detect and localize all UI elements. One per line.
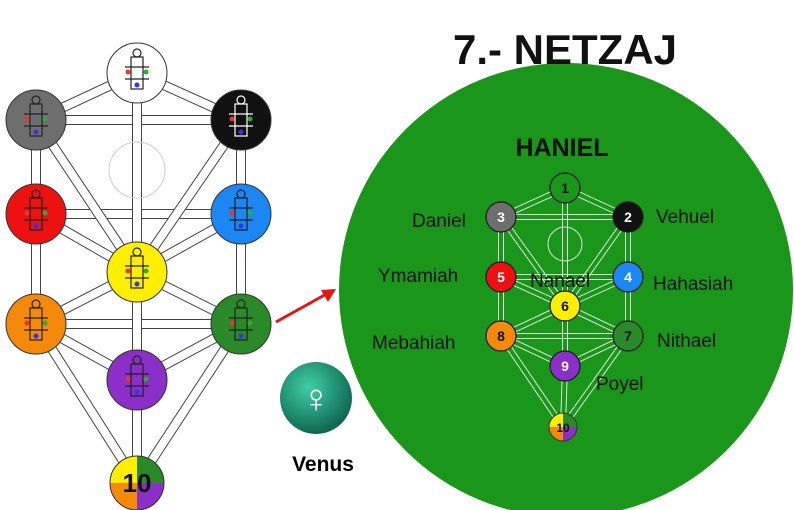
right-sphere-2-number: 2: [624, 209, 632, 225]
right-sphere-8: [485, 320, 517, 352]
left-sphere-2: [210, 89, 272, 151]
netzach-green-circle: [339, 63, 793, 510]
left-sphere-9: [106, 349, 168, 411]
right-sphere-9-number: 9: [561, 358, 569, 374]
angel-name-nithael: Nithael: [657, 331, 716, 352]
angel-name-hahasiah: Hahasiah: [653, 274, 733, 295]
left-sphere-4: [210, 183, 272, 245]
left-sphere-2-figure: [229, 95, 253, 137]
right-sphere-5-number: 5: [497, 269, 505, 285]
left-sphere-5-figure: [24, 189, 48, 231]
left-sphere-3-figure: [24, 95, 48, 137]
left-sphere-7-figure: [229, 299, 253, 341]
left-sphere-10-outline: [109, 455, 165, 510]
left-sphere-8-figure: [24, 299, 48, 341]
right-sphere-3: [485, 201, 517, 233]
left-tree-of-life: 10: [5, 42, 272, 510]
right-sphere-4-number: 4: [624, 269, 632, 285]
angel-name-poyel: Poyel: [596, 374, 644, 395]
venus-sphere: [280, 362, 352, 434]
left-sphere-10: [110, 456, 164, 510]
left-sphere-5: [5, 183, 67, 245]
angel-name-ymamiah: Ymamiah: [378, 266, 458, 287]
right-sphere-7: [612, 320, 644, 352]
right-sphere-10-number: 10: [556, 421, 570, 435]
left-sphere-4-figure: [229, 189, 253, 231]
left-sphere-8: [5, 293, 67, 355]
right-sphere-3-number: 3: [497, 209, 505, 225]
right-daath-circle: [547, 226, 583, 262]
venus-symbol: ♀: [301, 377, 331, 421]
pointer-arrow: [275, 289, 336, 324]
left-sphere-10-label: 10: [123, 468, 152, 498]
left-sphere-3: [5, 89, 67, 151]
right-sphere-1-number: 1: [561, 180, 569, 196]
venus-label: Venus: [292, 453, 354, 476]
right-sphere-4: [612, 261, 644, 293]
left-sphere-1: [106, 42, 168, 104]
page-title: 7.- NETZAJ: [453, 26, 677, 73]
angel-name-nanael: Nanael: [530, 271, 590, 292]
right-sphere-6-number: 6: [561, 298, 569, 314]
left-sphere-1-figure: [125, 48, 149, 90]
right-sphere-6: [549, 290, 581, 322]
angel-name-daniel: Daniel: [412, 211, 466, 232]
right-sphere-7-number: 7: [624, 328, 632, 344]
right-sphere-9: [549, 350, 581, 382]
left-daath-circle: [108, 141, 166, 199]
angel-name-vehuel: Vehuel: [656, 207, 714, 228]
left-sphere-7: [210, 293, 272, 355]
right-sphere-10-outline: [548, 412, 578, 442]
angel-name-mebahiah: Mebahiah: [372, 333, 455, 354]
venus-planet: ♀ Venus: [280, 362, 354, 476]
right-sphere-2: [612, 201, 644, 233]
angel-names: Vehuel Daniel Hahasiah Ymamiah Nanael Ni…: [372, 207, 733, 395]
left-tree-spheres: 10: [5, 42, 272, 510]
right-sphere-8-number: 8: [497, 328, 505, 344]
left-sphere-9-figure: [125, 355, 149, 397]
right-sphere-5: [485, 261, 517, 293]
right-sphere-1: [549, 172, 581, 204]
angel-title: HANIEL: [515, 134, 608, 162]
left-sphere-6: [106, 241, 168, 303]
left-sphere-6-figure: [125, 247, 149, 289]
